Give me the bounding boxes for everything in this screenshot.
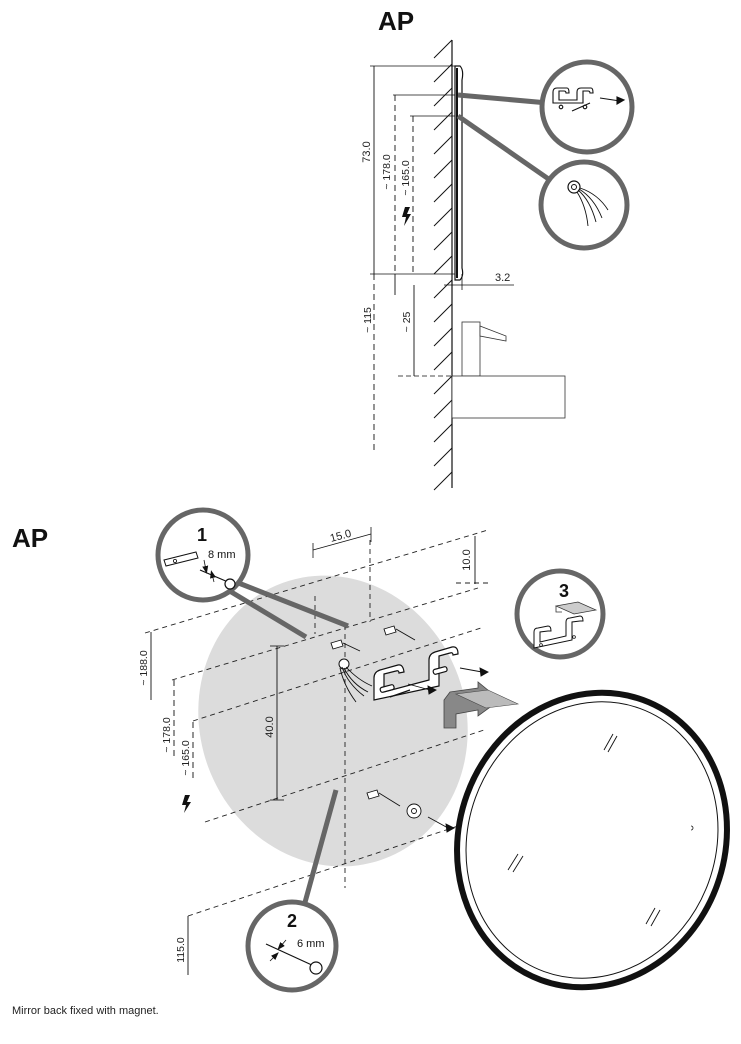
svg-text:~ 188.0: ~ 188.0 (138, 650, 150, 685)
svg-text:115.0: 115.0 (175, 937, 187, 963)
caption: Mirror back fixed with magnet. (12, 1005, 159, 1017)
wall-plugs-top (330, 625, 416, 652)
mount-direction-arrow (443, 681, 520, 729)
step-3-callout: 3 (514, 568, 606, 660)
bracket-insert-icon (533, 601, 598, 649)
drill-bit-icon (265, 939, 323, 975)
svg-text:8 mm: 8 mm (208, 549, 236, 561)
svg-text:~ 178.0: ~ 178.0 (161, 717, 173, 752)
dimension-15: 15.0 (312, 527, 372, 558)
mounting-bracket-icon (552, 87, 626, 112)
bottom-section-title: AP (12, 523, 48, 553)
svg-text:73.0: 73.0 (361, 141, 373, 162)
dimension-165b: ~ 165.0 (180, 722, 194, 780)
mounting-area (198, 575, 468, 867)
dimension-178: ~ 178.0 (381, 95, 396, 295)
wall-bracket (373, 646, 459, 701)
svg-text:1: 1 (197, 525, 207, 545)
spirit-level-drill-icon (163, 551, 236, 590)
dimension-25: ~ 25 (398, 285, 452, 377)
lightning-bolt-icon (402, 207, 411, 226)
svg-text:~ 178.0: ~ 178.0 (381, 154, 393, 189)
svg-text:15.0: 15.0 (329, 528, 353, 545)
dimension-188: ~ 188.0 (138, 632, 152, 700)
svg-text:~ 25: ~ 25 (401, 311, 413, 332)
svg-text:40.0: 40.0 (264, 716, 276, 737)
wall-plug-with-cable-icon (567, 180, 609, 227)
svg-text:3: 3 (559, 581, 569, 601)
dimension-40: 40.0 (264, 645, 284, 801)
svg-text:3.2: 3.2 (495, 272, 510, 284)
svg-text:~ 115: ~ 115 (362, 307, 374, 333)
step-1-callout: 1 8 mm (155, 507, 251, 603)
lightning-bolt-icon (182, 795, 191, 813)
dimension-115: ~ 115 (362, 274, 375, 450)
dimension-165: ~ 165.0 (400, 116, 414, 274)
cable-callout (538, 159, 630, 251)
basin-with-tap (451, 321, 566, 419)
svg-text:~ 165.0: ~ 165.0 (180, 740, 192, 775)
top-section-title: AP (378, 6, 414, 36)
bracket-callout (539, 59, 635, 155)
svg-text:2: 2 (287, 911, 297, 931)
step-2-callout: 2 6 mm (245, 899, 339, 993)
dimension-73: 73.0 (361, 66, 375, 274)
wall-plugs-bottom (366, 789, 455, 833)
svg-text:10.0: 10.0 (461, 549, 473, 570)
dimension-3-2: 3.2 (444, 272, 514, 290)
svg-text:6 mm: 6 mm (297, 938, 325, 950)
wall (433, 39, 453, 491)
wall-cable (338, 658, 373, 703)
dimension-178b: ~ 178.0 (161, 680, 175, 760)
dimension-10: 10.0 (461, 536, 476, 584)
svg-text:~ 165.0: ~ 165.0 (400, 160, 412, 195)
bracket-screws (407, 667, 489, 695)
dimension-115b: 115.0 (175, 916, 189, 975)
round-mirror (454, 689, 730, 991)
